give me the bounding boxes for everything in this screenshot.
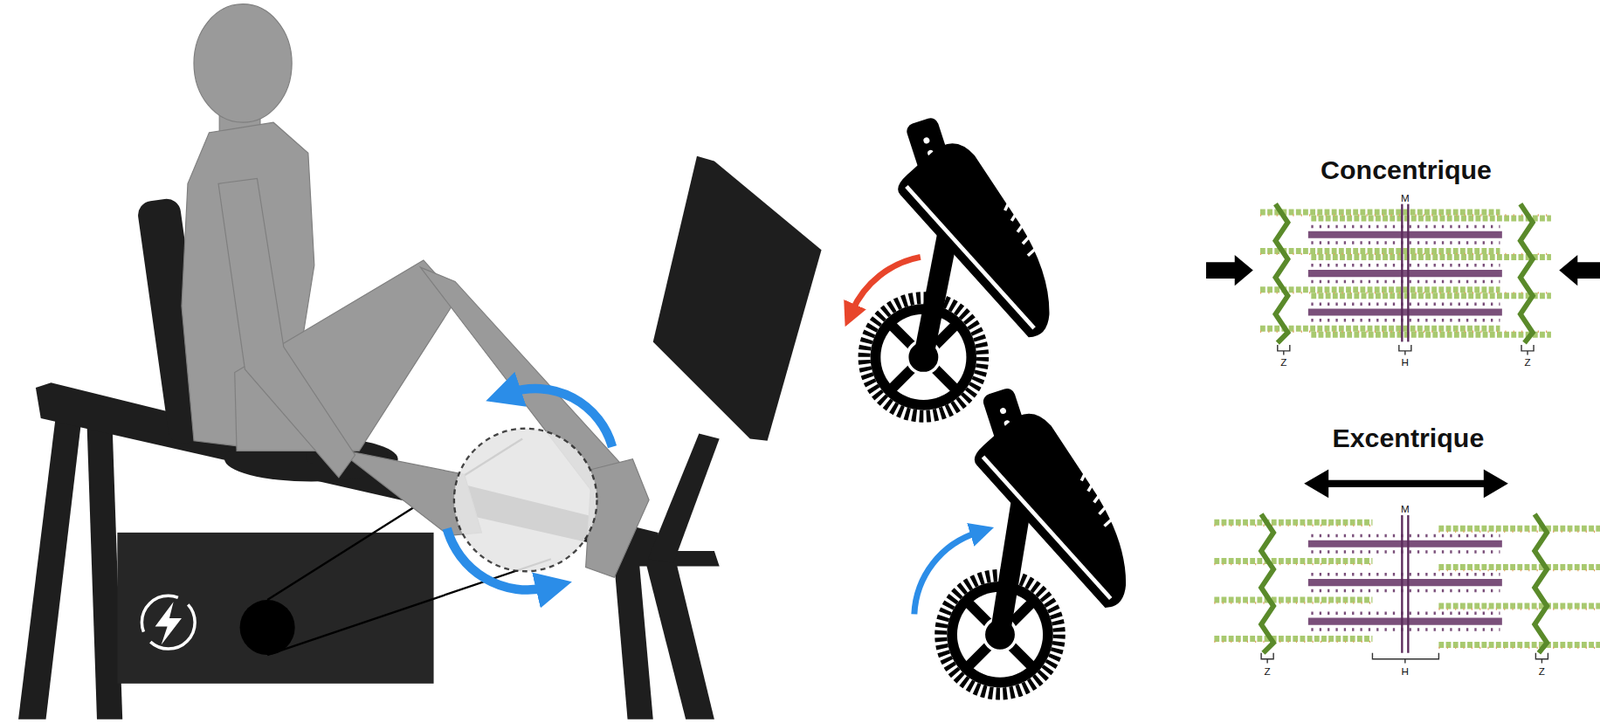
pedal-icon-concentric: [852, 116, 1094, 417]
z-line-label: Z: [1280, 356, 1287, 368]
z-line-label: Z: [1264, 665, 1271, 677]
sarcomere-eccentric: [1213, 468, 1600, 663]
z-line-label: Z: [1524, 356, 1531, 368]
heading-label: Excentrique: [1331, 422, 1484, 455]
z-line-label: Z: [1538, 665, 1545, 677]
h-zone-label: H: [1401, 356, 1409, 368]
machine-frame: [18, 156, 822, 720]
sarcomere-concentric: [1206, 204, 1600, 356]
m-line-label: M: [1400, 503, 1410, 516]
heading-label: Concentrique: [1320, 154, 1492, 187]
person: [181, 4, 649, 579]
pedal-icon-eccentric: [914, 386, 1170, 694]
h-zone-label: H: [1401, 665, 1409, 677]
m-line-label: M: [1400, 192, 1410, 204]
crank-wheel: [447, 388, 613, 591]
